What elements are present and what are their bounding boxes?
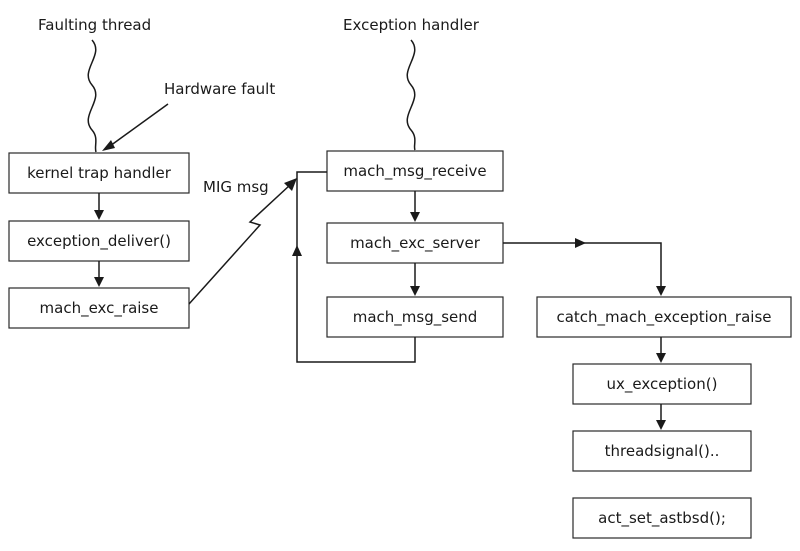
mach-exc-raise-label: mach_exc_raise [40,299,159,318]
mach-msg-send-box: mach_msg_send [326,296,504,338]
catch-mach-exception-raise-box: catch_mach_exception_raise [536,296,792,338]
mig-msg-arrowhead [284,178,297,191]
exception-handler-header: Exception handler [343,16,480,34]
act-set-astbsd-label: act_set_astbsd(); [598,509,726,528]
arrowhead-catch-to-ux [656,353,666,363]
hardware-fault-arrow-line [109,103,169,147]
faulting-thread-header: Faulting thread [38,16,151,34]
ux-exception-box: ux_exception() [572,363,752,405]
mig-msg-zigzag-line [188,184,291,305]
kernel-trap-handler-label: kernel trap handler [27,164,172,182]
exception-deliver-box: exception_deliver() [8,220,190,262]
server-to-catch-mid-arrowhead [575,238,586,248]
arrowhead-receive-to-server [410,212,420,222]
mach-exc-server-box: mach_exc_server [326,222,504,264]
act-set-astbsd-box: act_set_astbsd(); [572,497,752,539]
exception-handler-wavy-line [406,39,416,151]
mach-exc-server-label: mach_exc_server [350,234,481,253]
arrowhead-kernel-to-deliver [94,210,104,220]
mach-msg-receive-box: mach_msg_receive [326,150,504,192]
mach-msg-receive-label: mach_msg_receive [343,162,486,181]
server-to-catch-arrowhead [656,286,666,296]
arrowhead-server-to-send [410,286,420,296]
ux-exception-label: ux_exception() [607,375,718,394]
threadsignal-box: threadsignal().. [572,430,752,472]
catch-mach-exception-raise-label: catch_mach_exception_raise [556,308,771,327]
hardware-fault-label: Hardware fault [164,80,275,98]
mach-exc-raise-box: mach_exc_raise [8,287,190,329]
mach-msg-send-label: mach_msg_send [353,308,478,327]
faulting-thread-wavy-line [87,39,97,153]
kernel-trap-handler-box: kernel trap handler [8,152,190,194]
loop-back-line [296,171,416,363]
server-to-catch-line [503,242,662,286]
loop-back-arrowhead [292,245,302,256]
threadsignal-label: threadsignal().. [605,442,720,460]
arrowhead-ux-to-threadsignal [656,420,666,430]
hardware-fault-arrowhead [102,140,115,151]
arrowhead-deliver-to-raise [94,277,104,287]
mig-msg-label: MIG msg [203,178,269,196]
exception-deliver-label: exception_deliver() [27,232,171,251]
